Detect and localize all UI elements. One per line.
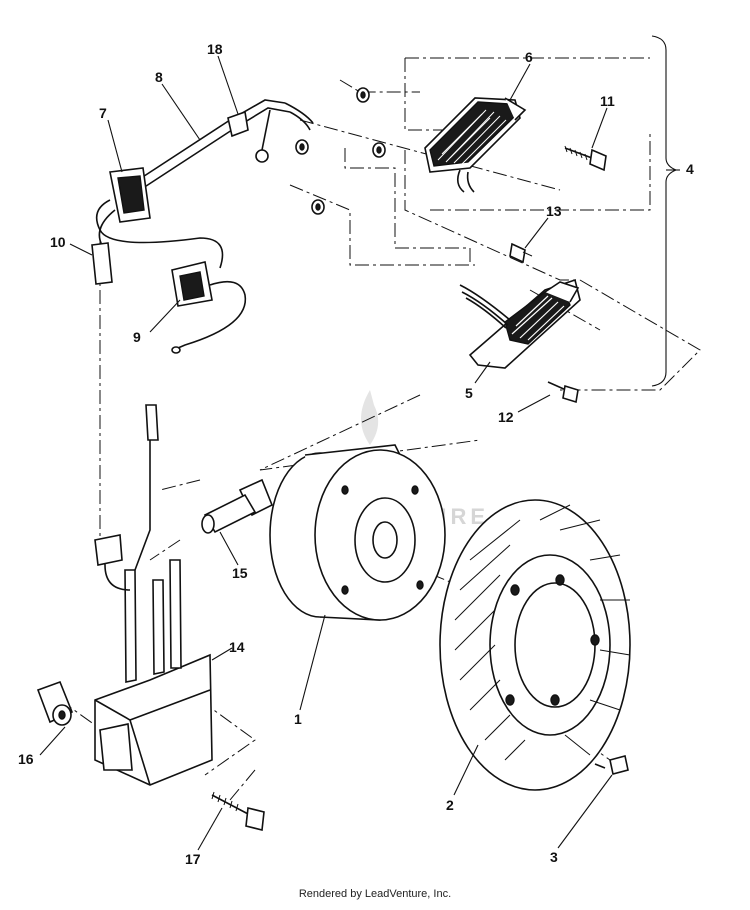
label-7: 7 (99, 105, 107, 121)
label-15: 15 (232, 565, 248, 581)
label-16: 16 (18, 751, 34, 767)
ignition-coil (94, 534, 213, 786)
fan (439, 499, 631, 791)
nut-top (356, 87, 370, 103)
spark-plug-cap (134, 404, 274, 571)
label-6: 6 (525, 49, 533, 65)
label-18: 18 (207, 41, 223, 57)
label-17: 17 (185, 851, 201, 867)
nut-mid-2 (372, 142, 386, 158)
leader-lines (39, 55, 680, 851)
label-10: 10 (50, 234, 66, 250)
charge-coil (459, 278, 581, 369)
screw-11 (564, 145, 607, 172)
nut-mid-1 (295, 139, 309, 155)
label-13: 13 (546, 203, 562, 219)
screw-13 (509, 242, 533, 264)
flywheel (269, 444, 446, 621)
lighting-coil (424, 97, 527, 193)
label-3: 3 (550, 849, 558, 865)
label-14: 14 (229, 639, 245, 655)
label-2: 2 (446, 797, 454, 813)
callout-labels: 6 11 13 8 18 7 10 9 5 12 4 15 14 1 2 3 1… (18, 41, 694, 867)
bolt-3 (594, 755, 629, 775)
label-1: 1 (294, 711, 302, 727)
nut-low (311, 199, 325, 215)
footer-credit: Rendered by LeadVenture, Inc. (298, 888, 452, 900)
label-9: 9 (133, 329, 141, 345)
label-11: 11 (600, 93, 615, 109)
label-8: 8 (155, 69, 163, 85)
label-5: 5 (465, 385, 473, 401)
bolt-17 (211, 791, 265, 831)
spacer (36, 680, 74, 726)
label-4: 4 (686, 161, 694, 177)
wiring-harness (91, 99, 314, 354)
screw-12 (547, 381, 579, 404)
label-12: 12 (498, 409, 514, 425)
